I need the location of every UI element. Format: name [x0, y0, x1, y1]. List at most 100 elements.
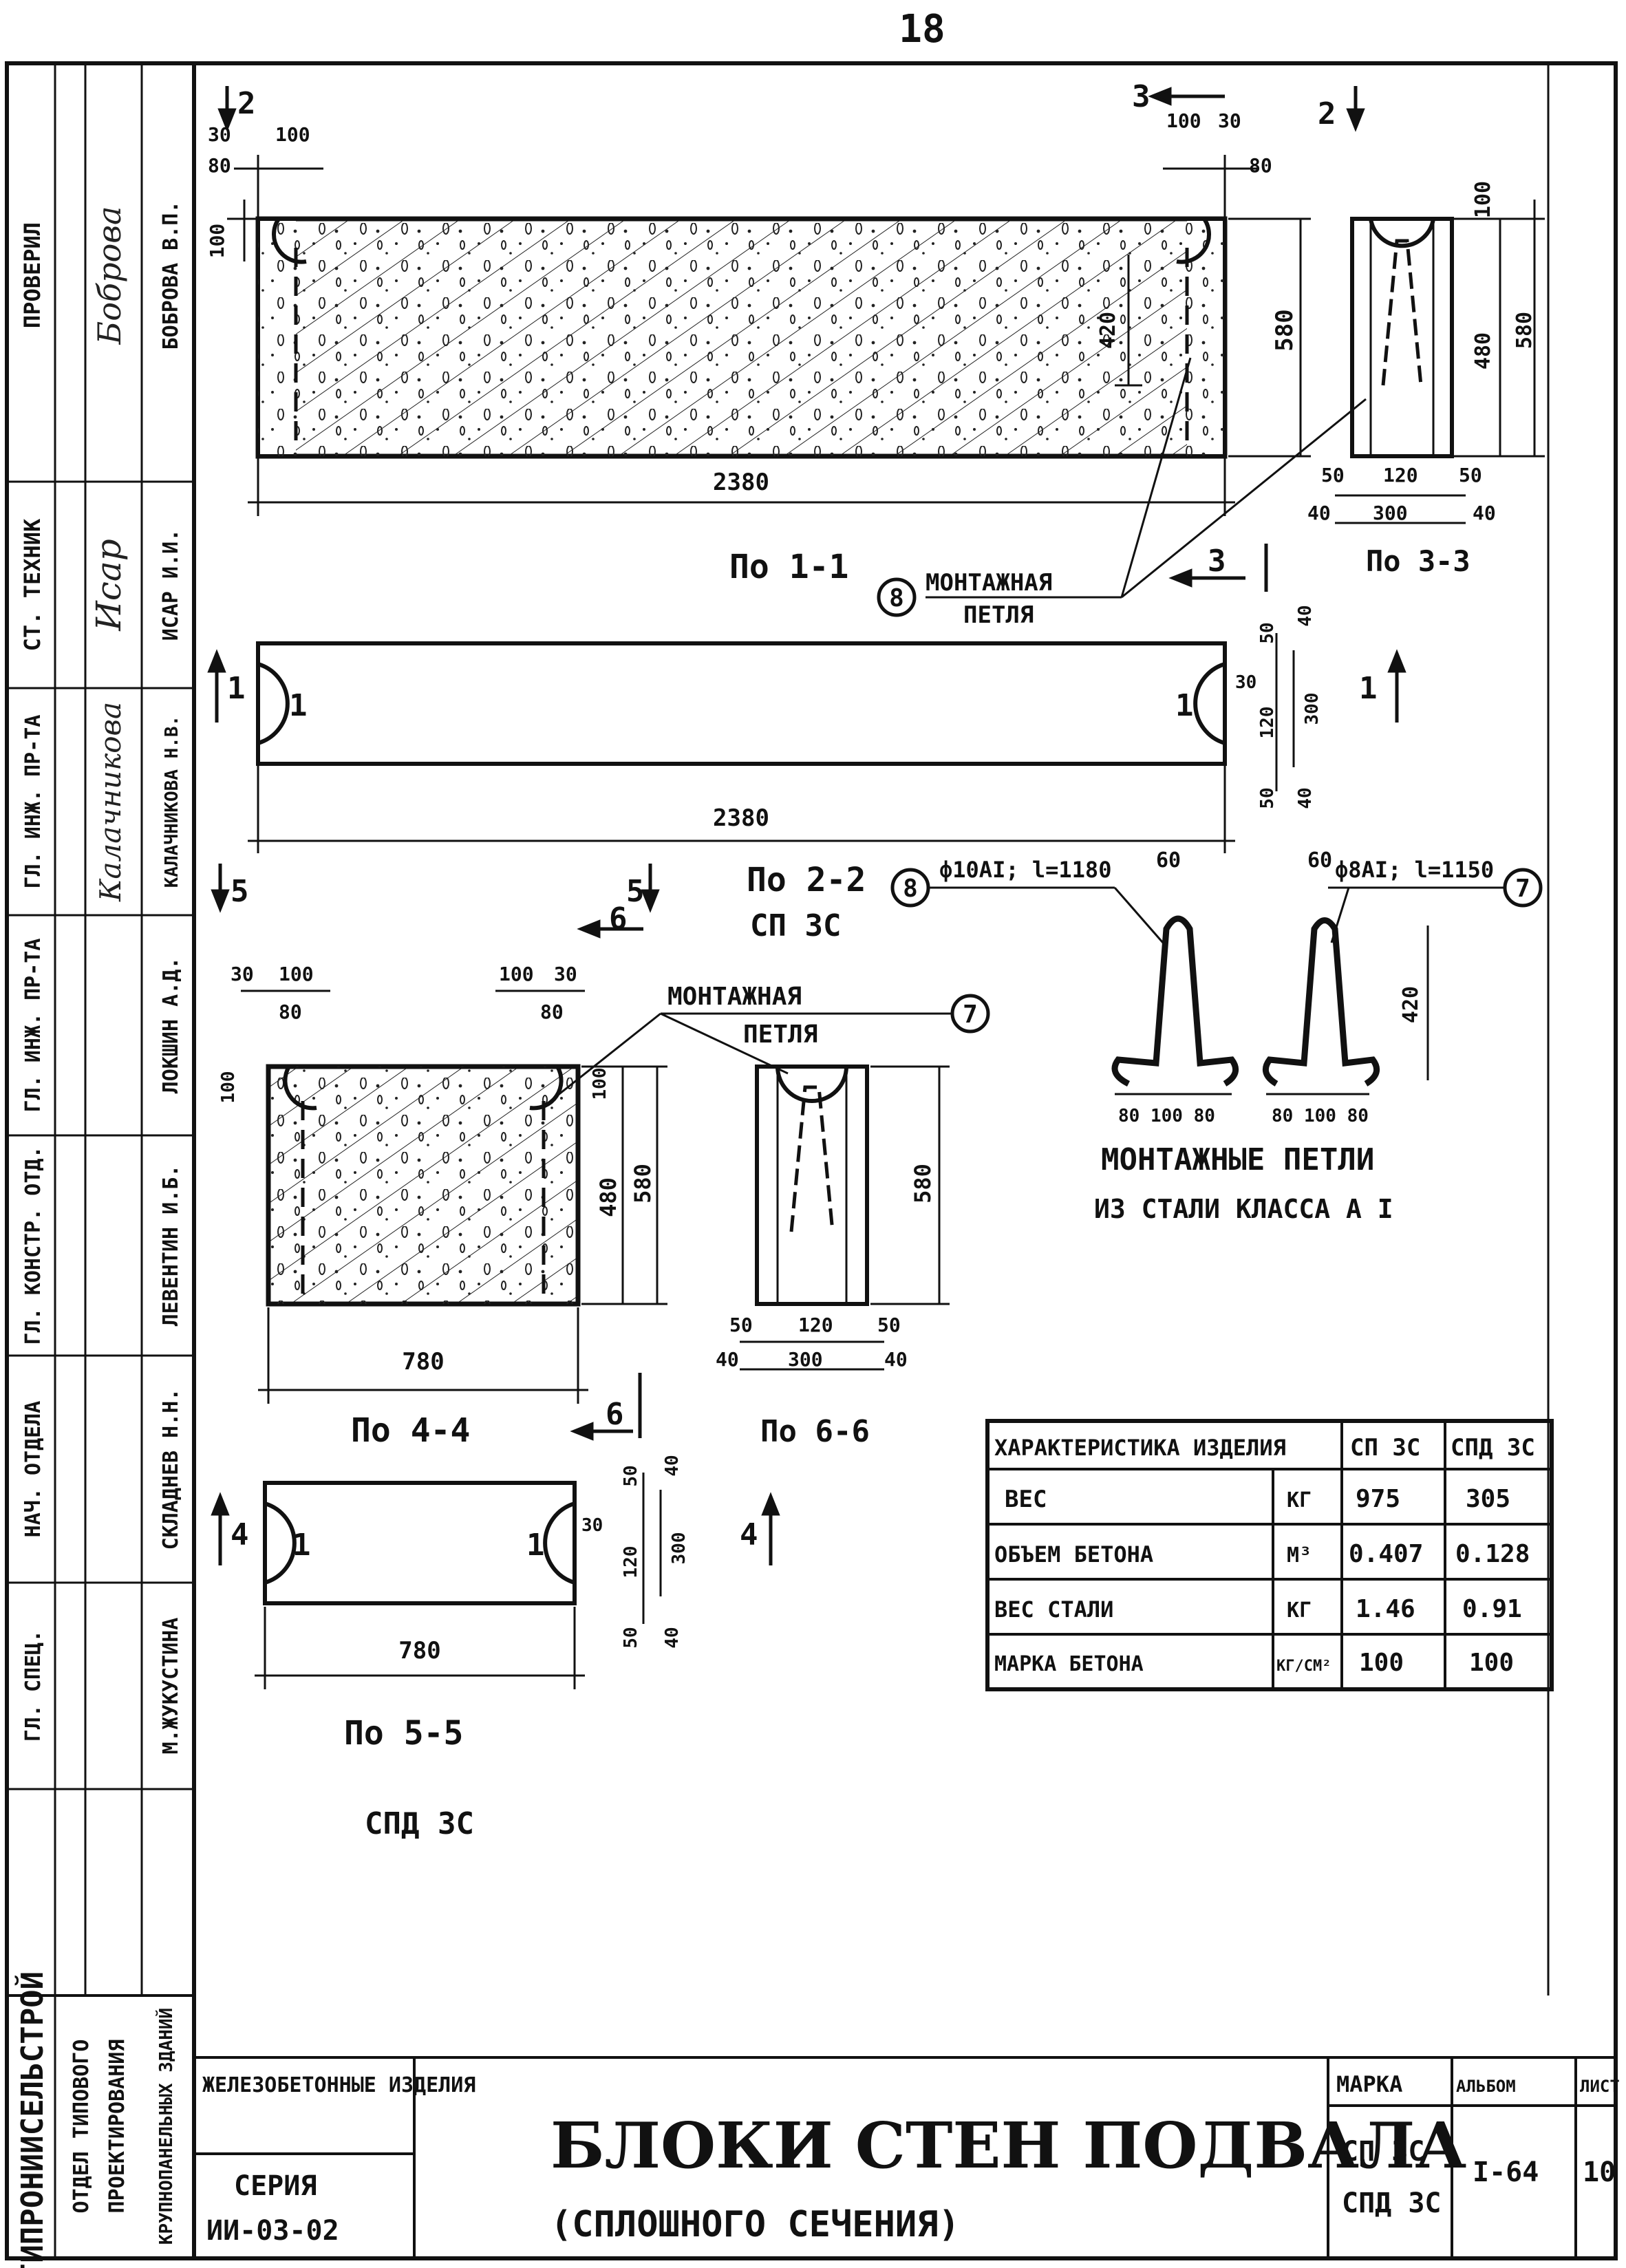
title-mark-2: СПД 3С	[1342, 2187, 1442, 2219]
dim-44-80a: 80	[279, 1001, 302, 1023]
section-arrows-4	[211, 1492, 780, 1565]
callout-7b-number: 7	[1515, 875, 1530, 903]
table-cell: КГ	[1287, 1598, 1312, 1623]
callout-7-number: 7	[963, 1001, 978, 1029]
dim-33-120: 120	[1383, 464, 1418, 486]
stamp-role-5: ГЛ. КОНСТР. ОТД.	[21, 1146, 45, 1345]
loop-8-shape	[1111, 915, 1239, 1087]
table-cell: 0.128	[1455, 1540, 1530, 1568]
table-header-spd3: СПД 3С	[1451, 1434, 1535, 1462]
loop-7-spec: ф8АI; l=1150	[1335, 857, 1494, 883]
dim-55-30: 30	[581, 1515, 603, 1536]
loops-caption-line1: МОНТАЖНЫЕ ПЕТЛИ	[1101, 1142, 1374, 1177]
title-category: ЖЕЛЕЗОБЕТОННЫЕ ИЗДЕЛИЯ	[202, 2073, 475, 2097]
dim-55-50b: 50	[621, 1627, 641, 1648]
stamp-role-2: СТ. ТЕХНИК	[19, 518, 45, 651]
callout-7-line1: МОНТАЖНАЯ	[667, 983, 802, 1011]
table-cell: МАРКА БЕТОНА	[994, 1652, 1144, 1676]
dim-44-480: 480	[595, 1177, 621, 1217]
section-mark-6-top: 6	[609, 901, 628, 937]
table-cell: 100	[1359, 1649, 1404, 1677]
stamp-signature-2: Исар	[89, 539, 129, 631]
dim-55-50a: 50	[621, 1465, 641, 1486]
dim-44-100d: 100	[499, 963, 534, 985]
section-33-view	[1350, 217, 1454, 458]
dim-66-300: 300	[788, 1348, 823, 1371]
element-mark-55-left: 1	[292, 1528, 311, 1563]
table-cell: ВЕС СТАЛИ	[994, 1596, 1113, 1623]
stamp-role-6: НАЧ. ОТДЕЛА	[21, 1401, 45, 1538]
table-cell: КГ	[1287, 1488, 1312, 1512]
table-row: ОБЪЕМ БЕТОНА М³ 0.407 0.128	[994, 1540, 1530, 1568]
dim-33-50b: 50	[1459, 464, 1482, 486]
stamp-name-6: СКЛАДНЕВ Н.Н.	[159, 1389, 183, 1550]
dim-22-40b: 40	[1295, 787, 1316, 809]
table-row: ВЕС КГ 975 305	[1005, 1485, 1510, 1513]
stamp-name-4: ЛОКШИН А.Д.	[159, 957, 183, 1094]
dim-33-40a: 40	[1307, 502, 1331, 524]
dim-33-300: 300	[1373, 502, 1408, 524]
dim-44-80b: 80	[540, 1001, 564, 1023]
dim-55-40a: 40	[662, 1455, 683, 1476]
dim-33-580: 580	[1512, 312, 1537, 349]
title-album-header: АЛЬБОМ	[1456, 2077, 1516, 2096]
dim-44-580: 580	[630, 1164, 656, 1203]
dim-44-100c: 100	[279, 963, 314, 985]
dim-100-left: 100	[275, 123, 310, 146]
dim-22-50a: 50	[1257, 622, 1278, 643]
table-cell: 0.91	[1462, 1595, 1522, 1623]
dim-44-30b: 30	[554, 963, 577, 985]
table-cell: 100	[1469, 1649, 1514, 1677]
loop-7-shape	[1262, 917, 1380, 1087]
dim-length-44: 780	[402, 1348, 444, 1376]
section-mark-1-right: 1	[1359, 671, 1378, 706]
dims-view-22	[248, 633, 1295, 853]
dim-66-580: 580	[910, 1164, 936, 1203]
stamp-role-7: ГЛ. СПЕЦ.	[21, 1630, 45, 1742]
section-mark-2-left: 2	[237, 86, 256, 121]
dim-55-120: 120	[621, 1546, 641, 1579]
section-mark-3-bottom: 3	[1208, 544, 1226, 579]
dims-view-66	[740, 1065, 950, 1371]
stamp-name-7: М.ЖУКУСТИНА	[159, 1618, 183, 1755]
dim-80-left: 80	[208, 154, 231, 177]
title-mark-header: МАРКА	[1336, 2071, 1402, 2097]
loop-7-foot-dims: 80 100 80	[1272, 1106, 1369, 1126]
stamp-dept-line-3: КРУПНОПАНЕЛЬНЫХ ЗДАНИЙ	[155, 2008, 177, 2245]
section-mark-3-top: 3	[1132, 79, 1151, 114]
loop-7-top-dim: 60	[1307, 848, 1332, 873]
stamp-role-1: ПРОВЕРИЛ	[19, 222, 45, 328]
section-mark-2-right: 2	[1318, 96, 1336, 131]
stamp-dept-line-2: ПРОЕКТИРОВАНИЯ	[105, 2040, 129, 2214]
title-mark-1: СП 3С	[1342, 2136, 1424, 2168]
dim-55-40b: 40	[662, 1627, 683, 1648]
title-series: ИИ-03-02	[206, 2215, 339, 2247]
dim-22-30: 30	[1235, 672, 1256, 693]
section-arrows-2	[217, 86, 1365, 592]
section-mark-4-right: 4	[740, 1517, 758, 1552]
view-label-55: По 5-5	[344, 1714, 463, 1753]
dim-33-50a: 50	[1321, 464, 1345, 486]
dim-height-11: 580	[1271, 309, 1298, 351]
table-cell: ВЕС	[1005, 1486, 1047, 1513]
dims-view-55	[255, 1473, 662, 1689]
stamp-signature-1: Боброва	[91, 206, 128, 345]
section-mark-5-left: 5	[231, 874, 249, 909]
block-spd3-plan-view	[263, 1481, 577, 1605]
mark-label-spc3: СП 3С	[750, 908, 841, 943]
stamp-name-1: БОБРОВА В.П.	[159, 201, 183, 350]
callout-8b-number: 8	[903, 875, 918, 903]
table-cell: 1.46	[1356, 1595, 1415, 1623]
section-mark-1-left: 1	[227, 671, 246, 706]
stamp-signature-3: Калачникова	[94, 702, 127, 902]
section-66-view	[755, 1065, 869, 1306]
view-label-44: По 4-4	[351, 1411, 470, 1450]
dim-22-300: 300	[1302, 693, 1323, 725]
dims-view-33	[1335, 200, 1545, 524]
loop-8-spec: ф10АI; l=1180	[939, 857, 1111, 883]
drawing-subtitle: (СПЛОШНОГО СЕЧЕНИЯ)	[550, 2204, 960, 2245]
dim-44-100a: 100	[218, 1071, 239, 1104]
dim-33-100: 100	[1471, 181, 1495, 218]
dim-66-40b: 40	[884, 1348, 908, 1371]
element-mark-22-left: 1	[289, 688, 308, 723]
